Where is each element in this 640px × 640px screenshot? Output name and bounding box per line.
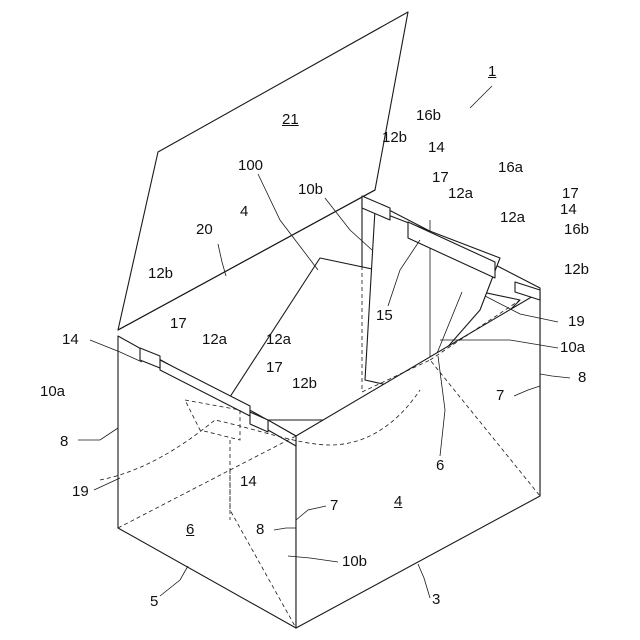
- label-7-front: 7: [330, 498, 338, 513]
- label-12a-top: 12a: [448, 186, 473, 201]
- label-17-right: 17: [562, 186, 579, 201]
- label-5: 5: [150, 594, 158, 609]
- label-8-right: 8: [578, 370, 586, 385]
- label-12b-right: 12b: [564, 262, 589, 277]
- label-14-top: 14: [428, 140, 445, 155]
- label-16b-right: 16b: [564, 222, 589, 237]
- label-8-left: 8: [60, 434, 68, 449]
- label-15: 15: [376, 308, 393, 323]
- label-14-front: 14: [240, 474, 257, 489]
- label-10b-top: 10b: [298, 182, 323, 197]
- label-12a-left: 12a: [202, 332, 227, 347]
- label-16b-top: 16b: [416, 108, 441, 123]
- label-19-right: 19: [568, 314, 585, 329]
- label-10b-front: 10b: [342, 554, 367, 569]
- label-100: 100: [238, 158, 263, 173]
- label-20: 20: [196, 222, 213, 237]
- label-10a-left: 10a: [40, 384, 65, 399]
- label-12b-top: 12b: [382, 130, 407, 145]
- label-7-right: 7: [496, 388, 504, 403]
- label-4-back: 4: [240, 204, 248, 219]
- leader-3: [418, 564, 430, 598]
- label-6-face: 6: [186, 522, 194, 537]
- label-4-front: 4: [394, 494, 402, 509]
- leader-19l: [94, 478, 120, 490]
- label-8-front: 8: [256, 522, 264, 537]
- leader-5: [160, 566, 188, 596]
- label-14-right: 14: [560, 202, 577, 217]
- label-17-left: 17: [170, 316, 187, 331]
- label-21: 21: [282, 112, 299, 127]
- leader-8r: [540, 374, 570, 378]
- leader-8l: [78, 428, 118, 440]
- leader-1: [470, 86, 492, 108]
- label-12b-front: 12b: [292, 376, 317, 391]
- label-10a-right: 10a: [560, 340, 585, 355]
- label-12b-left: 12b: [148, 266, 173, 281]
- label-17-top: 17: [432, 170, 449, 185]
- label-14-left: 14: [62, 332, 79, 347]
- label-17-front: 17: [266, 360, 283, 375]
- label-1: 1: [488, 64, 496, 79]
- label-12a-right: 12a: [500, 210, 525, 225]
- label-12a-mid: 12a: [266, 332, 291, 347]
- label-3: 3: [432, 592, 440, 607]
- label-19-left: 19: [72, 484, 89, 499]
- label-6-mid: 6: [436, 458, 444, 473]
- label-16a: 16a: [498, 160, 523, 175]
